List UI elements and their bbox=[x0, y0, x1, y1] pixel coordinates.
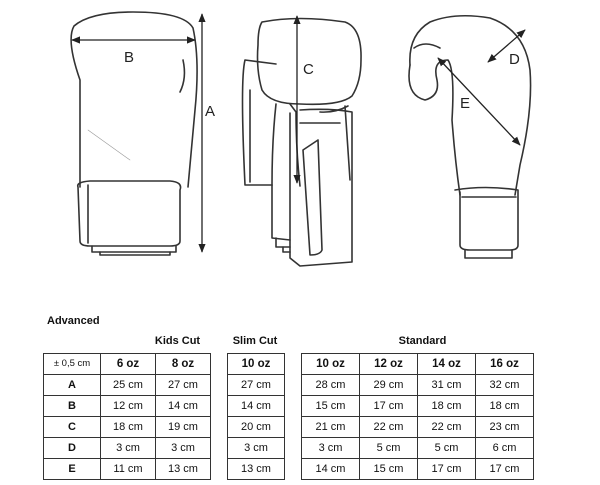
table-row: 3 cm 5 cm 5 cm 6 cm bbox=[301, 437, 534, 459]
table-cell: 17 cm bbox=[417, 458, 476, 480]
table-row: 3 cm bbox=[227, 437, 285, 459]
table-cell: 14 cm bbox=[301, 458, 360, 480]
table-title: Advanced bbox=[47, 315, 100, 327]
group-header-standard: Standard bbox=[398, 335, 447, 347]
table-cell: 5 cm bbox=[359, 437, 418, 459]
table-cell: 18 cm bbox=[100, 416, 156, 438]
table-cell: 3 cm bbox=[227, 437, 285, 459]
dimension-b-label: B bbox=[124, 49, 134, 66]
table-row: 20 cm bbox=[227, 416, 285, 438]
table-row: 28 cm 29 cm 31 cm 32 cm bbox=[301, 374, 534, 396]
table-cell: 15 cm bbox=[359, 458, 418, 480]
table-row: 15 cm 17 cm 18 cm 18 cm bbox=[301, 395, 534, 417]
table-cell: 31 cm bbox=[417, 374, 476, 396]
table-cell: 17 cm bbox=[475, 458, 534, 480]
table-cell: 21 cm bbox=[301, 416, 360, 438]
group-header-kids-cut: Kids Cut bbox=[154, 335, 201, 347]
table-cell: 22 cm bbox=[417, 416, 476, 438]
column-header: 16 oz bbox=[475, 353, 534, 375]
table-cell: 25 cm bbox=[100, 374, 156, 396]
tolerance-cell: ± 0,5 cm bbox=[43, 353, 101, 375]
table-cell: 27 cm bbox=[155, 374, 211, 396]
table-cell: 29 cm bbox=[359, 374, 418, 396]
column-header: 12 oz bbox=[359, 353, 418, 375]
standard-table: 10 oz 12 oz 14 oz 16 oz 28 cm 29 cm 31 c… bbox=[301, 353, 534, 480]
column-header: 10 oz bbox=[301, 353, 360, 375]
table-cell: 18 cm bbox=[475, 395, 534, 417]
table-cell: 5 cm bbox=[417, 437, 476, 459]
table-cell: 19 cm bbox=[155, 416, 211, 438]
row-label: C bbox=[43, 416, 101, 438]
dimension-e-label: E bbox=[460, 95, 470, 112]
slim-cut-table: 10 oz 27 cm 14 cm 20 cm 3 cm 13 cm bbox=[227, 353, 285, 480]
row-label: B bbox=[43, 395, 101, 417]
table-cell: 32 cm bbox=[475, 374, 534, 396]
table-cell: 17 cm bbox=[359, 395, 418, 417]
column-header: 6 oz bbox=[100, 353, 156, 375]
table-cell: 3 cm bbox=[301, 437, 360, 459]
table-row: 21 cm 22 cm 22 cm 23 cm bbox=[301, 416, 534, 438]
table-cell: 23 cm bbox=[475, 416, 534, 438]
header-row: 10 oz bbox=[227, 353, 285, 375]
table-row: C 18 cm 19 cm bbox=[43, 416, 211, 438]
dimension-d-line bbox=[487, 29, 526, 63]
row-label: D bbox=[43, 437, 101, 459]
table-row: 14 cm 15 cm 17 cm 17 cm bbox=[301, 458, 534, 480]
table-row: 14 cm bbox=[227, 395, 285, 417]
table-cell: 11 cm bbox=[100, 458, 156, 480]
table-row: D 3 cm 3 cm bbox=[43, 437, 211, 459]
table-cell: 3 cm bbox=[100, 437, 156, 459]
table-row: 13 cm bbox=[227, 458, 285, 480]
group-header-slim-cut: Slim Cut bbox=[232, 335, 278, 347]
column-header: 14 oz bbox=[417, 353, 476, 375]
dimension-d-label: D bbox=[509, 51, 520, 68]
table-cell: 13 cm bbox=[155, 458, 211, 480]
kids-cut-table: ± 0,5 cm 6 oz 8 oz A 25 cm 27 cm B 12 cm… bbox=[43, 353, 211, 480]
table-cell: 27 cm bbox=[227, 374, 285, 396]
table-cell: 14 cm bbox=[155, 395, 211, 417]
row-label: A bbox=[43, 374, 101, 396]
column-header: 10 oz bbox=[227, 353, 285, 375]
table-cell: 3 cm bbox=[155, 437, 211, 459]
table-cell: 13 cm bbox=[227, 458, 285, 480]
header-row: 10 oz 12 oz 14 oz 16 oz bbox=[301, 353, 534, 375]
glove-side-view bbox=[241, 17, 362, 267]
table-row: A 25 cm 27 cm bbox=[43, 374, 211, 396]
dimension-e-line bbox=[437, 57, 521, 146]
table-cell: 20 cm bbox=[227, 416, 285, 438]
header-row: ± 0,5 cm 6 oz 8 oz bbox=[43, 353, 211, 375]
column-header: 8 oz bbox=[155, 353, 211, 375]
table-cell: 12 cm bbox=[100, 395, 156, 417]
row-label: E bbox=[43, 458, 101, 480]
glove-measurement-diagram: A B C D E bbox=[70, 11, 532, 267]
dimension-a-label: A bbox=[205, 103, 215, 120]
glove-front-view bbox=[70, 11, 198, 256]
table-row: E 11 cm 13 cm bbox=[43, 458, 211, 480]
dimension-c-label: C bbox=[303, 61, 314, 78]
table-cell: 15 cm bbox=[301, 395, 360, 417]
table-row: B 12 cm 14 cm bbox=[43, 395, 211, 417]
table-cell: 22 cm bbox=[359, 416, 418, 438]
table-cell: 18 cm bbox=[417, 395, 476, 417]
table-row: 27 cm bbox=[227, 374, 285, 396]
table-cell: 14 cm bbox=[227, 395, 285, 417]
table-cell: 28 cm bbox=[301, 374, 360, 396]
table-cell: 6 cm bbox=[475, 437, 534, 459]
